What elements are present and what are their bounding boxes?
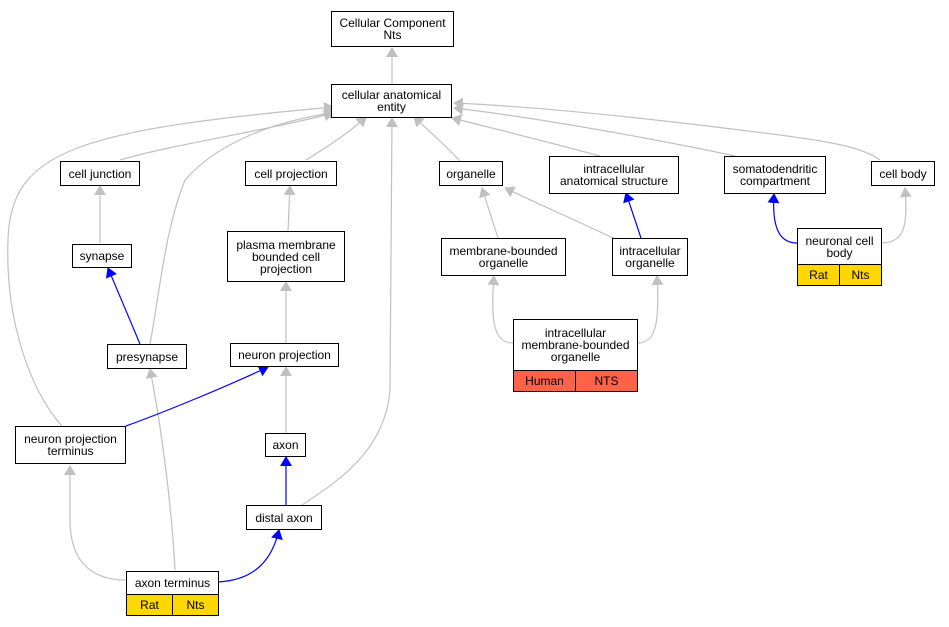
species-tags: Human NTS	[514, 370, 637, 391]
edge-ncb-to-cellbody	[880, 187, 912, 244]
node-label: organelle	[446, 166, 496, 181]
species-tag-gene: Nts	[172, 595, 218, 615]
edge-ncb-to-somato	[767, 193, 798, 244]
node-cell-projection[interactable]: cell projection	[245, 161, 337, 186]
edge-ias-to-cae	[451, 114, 601, 157]
species-tag-human: Human	[514, 371, 575, 391]
node-label: presynapse	[115, 349, 179, 364]
node-label: cell projection	[254, 166, 328, 181]
edge-somato-to-cae	[453, 103, 736, 157]
node-cell-junction[interactable]: cell junction	[60, 161, 140, 186]
node-neuron-projection[interactable]: neuron projection	[230, 343, 339, 367]
node-axon-terminus[interactable]: axon terminus Rat Nts	[126, 571, 219, 616]
node-cellular-anatomical-entity[interactable]: cellular anatomical entity	[331, 84, 452, 118]
node-cellular-component[interactable]: Cellular Component Nts	[331, 11, 454, 47]
node-cell-body[interactable]: cell body	[871, 161, 935, 186]
species-tag-gene: NTS	[575, 371, 637, 391]
node-organelle[interactable]: organelle	[439, 161, 503, 186]
node-somatodendritic-compartment[interactable]: somatodendritic compartment	[724, 156, 826, 194]
node-label: intracellular organelle	[619, 244, 681, 270]
species-tags: Rat Nts	[127, 594, 218, 615]
species-tag-rat: Rat	[798, 265, 839, 285]
node-label: Cellular Component Nts	[339, 16, 446, 42]
species-tag-rat: Rat	[127, 595, 172, 615]
node-membrane-bounded-organelle[interactable]: membrane-bounded organelle	[441, 238, 566, 276]
edge-pmbcp-to-cellprojection	[283, 185, 296, 232]
node-label: membrane-bounded organelle	[449, 244, 558, 270]
node-label: distal axon	[255, 510, 313, 525]
edge-presynapse-to-synapse	[105, 267, 141, 345]
node-intracellular-membrane-bounded-organelle[interactable]: intracellular membrane-bounded organelle…	[513, 319, 638, 392]
node-label: cellular anatomical entity	[341, 88, 442, 114]
node-label: axon	[272, 438, 299, 452]
edge-organelle-to-cae	[413, 116, 461, 162]
node-label: plasma membrane bounded cell projection	[236, 237, 336, 276]
node-intracellular-organelle[interactable]: intracellular organelle	[612, 238, 688, 276]
node-label: cell junction	[68, 166, 132, 181]
node-label: cell body	[879, 166, 927, 181]
edge-io-to-organelle	[504, 186, 616, 240]
node-synapse[interactable]: synapse	[72, 244, 132, 268]
node-label: intracellular membrane-bounded organelle	[521, 326, 630, 364]
species-tag-gene: Nts	[839, 265, 881, 285]
node-plasma-membrane-bounded-cell-projection[interactable]: plasma membrane bounded cell projection	[227, 231, 345, 282]
node-label: intracellular anatomical structure	[559, 162, 669, 188]
edge-npt-to-cae	[7, 101, 334, 427]
edge-imbo-to-io	[637, 275, 664, 344]
node-axon[interactable]: axon	[265, 433, 306, 457]
node-label: neuron projection terminus	[24, 432, 117, 458]
species-tags: Rat Nts	[798, 264, 881, 285]
node-intracellular-anatomical-structure[interactable]: intracellular anatomical structure	[549, 156, 679, 194]
edge-axonterminus-to-distalaxon	[217, 529, 283, 583]
node-distal-axon[interactable]: distal axon	[246, 505, 322, 530]
edge-celljunction-to-cae	[119, 109, 334, 161]
edge-cellbody-to-cae	[453, 97, 881, 161]
node-neuronal-cell-body[interactable]: neuronal cell body Rat Nts	[797, 228, 882, 286]
edge-cellprojection-to-cae	[305, 116, 367, 161]
node-label: neuron projection	[238, 348, 331, 362]
edge-axonterminus-to-presynapse	[145, 368, 176, 571]
edge-mbo-to-organelle	[479, 187, 499, 239]
edge-imbo-to-mbo	[487, 275, 514, 344]
node-label: somatodendritic compartment	[732, 162, 818, 188]
node-label: axon terminus	[134, 576, 211, 590]
node-neuron-projection-terminus[interactable]: neuron projection terminus	[15, 426, 126, 464]
edge-axonterminus-to-npt	[64, 465, 127, 581]
node-label: neuronal cell body	[805, 233, 874, 260]
edge-distalaxon-to-cae	[301, 117, 398, 506]
edge-io-to-ias	[623, 192, 642, 239]
node-presynapse[interactable]: presynapse	[107, 344, 187, 369]
node-label: synapse	[79, 249, 125, 263]
edge-npt-to-np	[125, 365, 269, 427]
edge-presynapse-to-cae	[149, 107, 339, 345]
